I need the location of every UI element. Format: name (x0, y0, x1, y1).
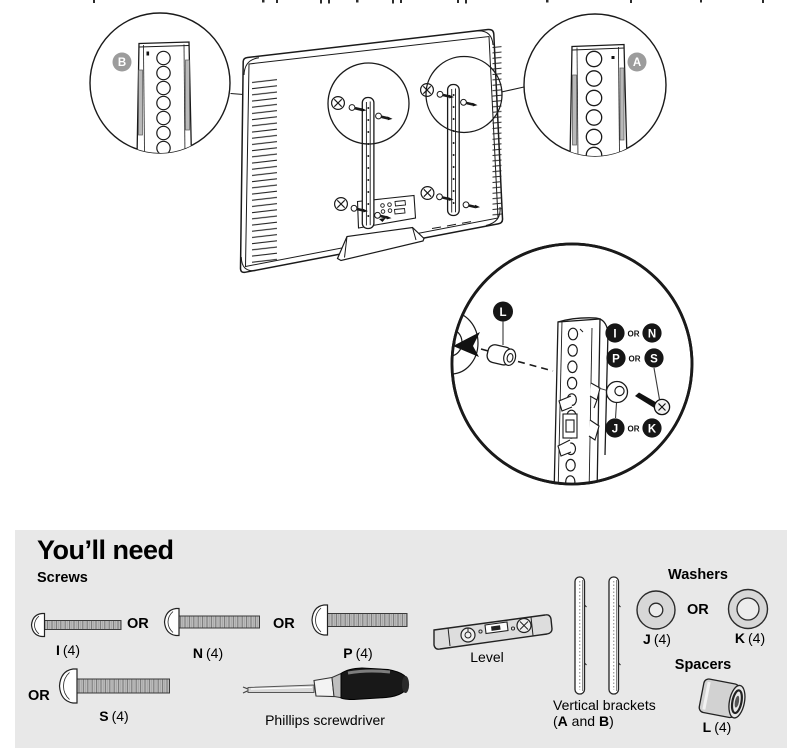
cropped-text-fragments (93, 0, 764, 4)
installation-diagram: B A (89, 0, 764, 486)
label-screw-s: S(4) (99, 708, 129, 724)
screw-point-right-bottom (420, 186, 480, 209)
callout-circle-a: A (523, 13, 667, 157)
mount-screws (331, 82, 480, 220)
label-p: P (612, 353, 620, 365)
spacer-illustration (486, 344, 517, 367)
bracket-b-illustration (608, 576, 621, 695)
washers-heading: Washers (668, 567, 728, 583)
level-illustration (433, 614, 553, 650)
label-screwdriver: Phillips screwdriver (265, 712, 385, 728)
detail-screw (635, 392, 671, 416)
bracket-a-detail (569, 43, 628, 156)
pointer-arrow (453, 332, 480, 357)
tv-right-vents (492, 44, 502, 218)
hardware-detail-circle: L I OR N P OR S J OR K (450, 242, 694, 486)
tv-left-vents (252, 75, 277, 267)
or-separator-4: OR (687, 602, 709, 618)
screwdriver-illustration (242, 667, 410, 701)
screw-p-illustration (311, 604, 408, 636)
label-spacer-l: L(4) (702, 719, 732, 735)
label-or-1: OR (628, 329, 640, 338)
label-washer-k: K(4) (734, 630, 766, 646)
callout-letter-b: B (118, 57, 126, 69)
label-k: K (648, 423, 657, 435)
label-n: N (648, 328, 656, 340)
callout-label-a: A (627, 52, 647, 72)
detail-bracket (553, 317, 609, 484)
spacer-illustration (698, 678, 746, 719)
label-screw-i: I(4) (55, 642, 80, 658)
tv-bracket-left (361, 96, 375, 230)
label-screw-n: N(4) (192, 645, 224, 661)
screws-heading: Screws (37, 570, 88, 586)
callout-label-b: B (112, 52, 132, 72)
screw-point-left-top (331, 95, 393, 121)
label-washer-j: J(4) (643, 631, 671, 647)
tv-bracket-right (446, 83, 460, 217)
or-separator-2: OR (273, 616, 295, 632)
youll-need-panel: You’ll need Screws I(4) OR N(4) OR P(4) … (15, 530, 787, 748)
or-separator-3: OR (28, 688, 50, 704)
bracket-a-illustration (574, 576, 587, 695)
label-s: S (650, 353, 658, 365)
label-vertical-brackets: Vertical brackets (A and B) (553, 697, 656, 729)
tv-stand (336, 226, 425, 262)
screw-n-illustration (163, 607, 260, 637)
washer-k-illustration (727, 588, 769, 630)
label-screw-p: P(4) (343, 645, 373, 661)
label-j: J (612, 423, 618, 435)
panel-title: You’ll need (37, 535, 174, 565)
screw-point-right-top (420, 82, 478, 107)
tv-back-illustration (239, 28, 504, 274)
callout-letter-a: A (633, 57, 641, 69)
screw-i-illustration (30, 612, 122, 638)
detail-leader-lines (502, 321, 661, 419)
panel-arrow-mark (379, 217, 386, 222)
label-l: L (499, 307, 506, 319)
callout-circle-b: B (89, 12, 231, 154)
mount-highlight-circle-left (327, 62, 410, 145)
label-i: I (613, 328, 616, 340)
alignment-dashed-line (480, 348, 554, 372)
detail-washer (598, 380, 629, 404)
label-level: Level (470, 649, 504, 665)
tv-bottom-edge-dashes (431, 221, 472, 229)
spacers-heading: Spacers (674, 657, 732, 673)
mount-highlight-circle-right (425, 55, 503, 134)
label-or-2: OR (629, 354, 641, 363)
detail-part-labels: L I OR N P OR S J OR K (493, 301, 664, 438)
bracket-clips (557, 382, 601, 457)
washer-j-illustration (636, 590, 676, 630)
or-separator-1: OR (127, 616, 149, 632)
label-or-3: OR (628, 424, 640, 433)
screw-point-left-bottom (334, 197, 392, 220)
screw-s-illustration (58, 668, 170, 704)
bracket-b-detail (136, 41, 193, 153)
